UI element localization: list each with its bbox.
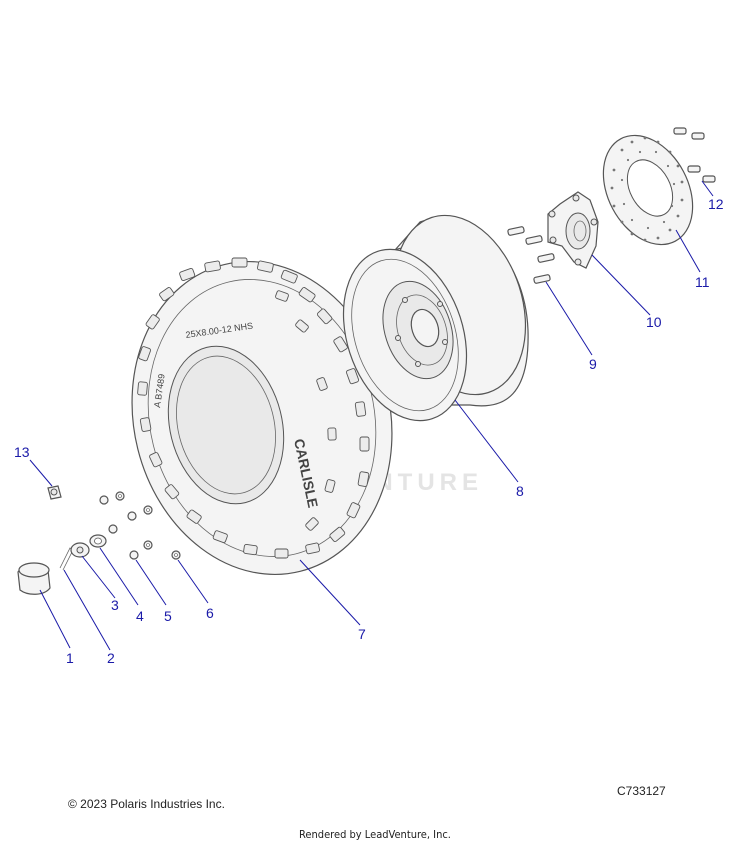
callout-3: 3 (111, 597, 119, 613)
wheel-hub (547, 191, 599, 269)
washer (89, 534, 107, 548)
wheel-studs (507, 226, 555, 284)
tire-code-text: A B7489 (152, 373, 167, 408)
diagram-code: C733127 (617, 784, 666, 798)
callout-11: 11 (695, 274, 710, 290)
hub-cap (17, 562, 51, 595)
callout-13: 13 (14, 444, 30, 460)
rendered-by-text: Rendered by LeadVenture, Inc. (299, 828, 451, 841)
copyright-text: © 2023 Polaris Industries Inc. (68, 797, 225, 811)
tire-tread (137, 257, 370, 559)
valve-stem (47, 485, 62, 500)
brake-disc-bolts (673, 127, 716, 183)
brake-disc (602, 134, 694, 246)
callout-5: 5 (164, 608, 172, 624)
callout-6: 6 (206, 605, 214, 621)
callout-numbers: 1 2 3 4 5 6 7 8 9 10 11 12 13 (14, 196, 724, 666)
callout-1: 1 (66, 650, 74, 666)
castle-nut (70, 542, 90, 558)
callout-7: 7 (358, 626, 366, 642)
callout-2: 2 (107, 650, 115, 666)
lug-nuts (99, 495, 139, 560)
callout-9: 9 (589, 356, 597, 372)
wheel-rim (342, 214, 529, 422)
callout-12: 12 (708, 196, 724, 212)
callout-8: 8 (516, 483, 524, 499)
callout-4: 4 (136, 608, 144, 624)
leader-lines (29, 180, 714, 651)
callout-10: 10 (646, 314, 662, 330)
lug-washers (115, 491, 181, 560)
